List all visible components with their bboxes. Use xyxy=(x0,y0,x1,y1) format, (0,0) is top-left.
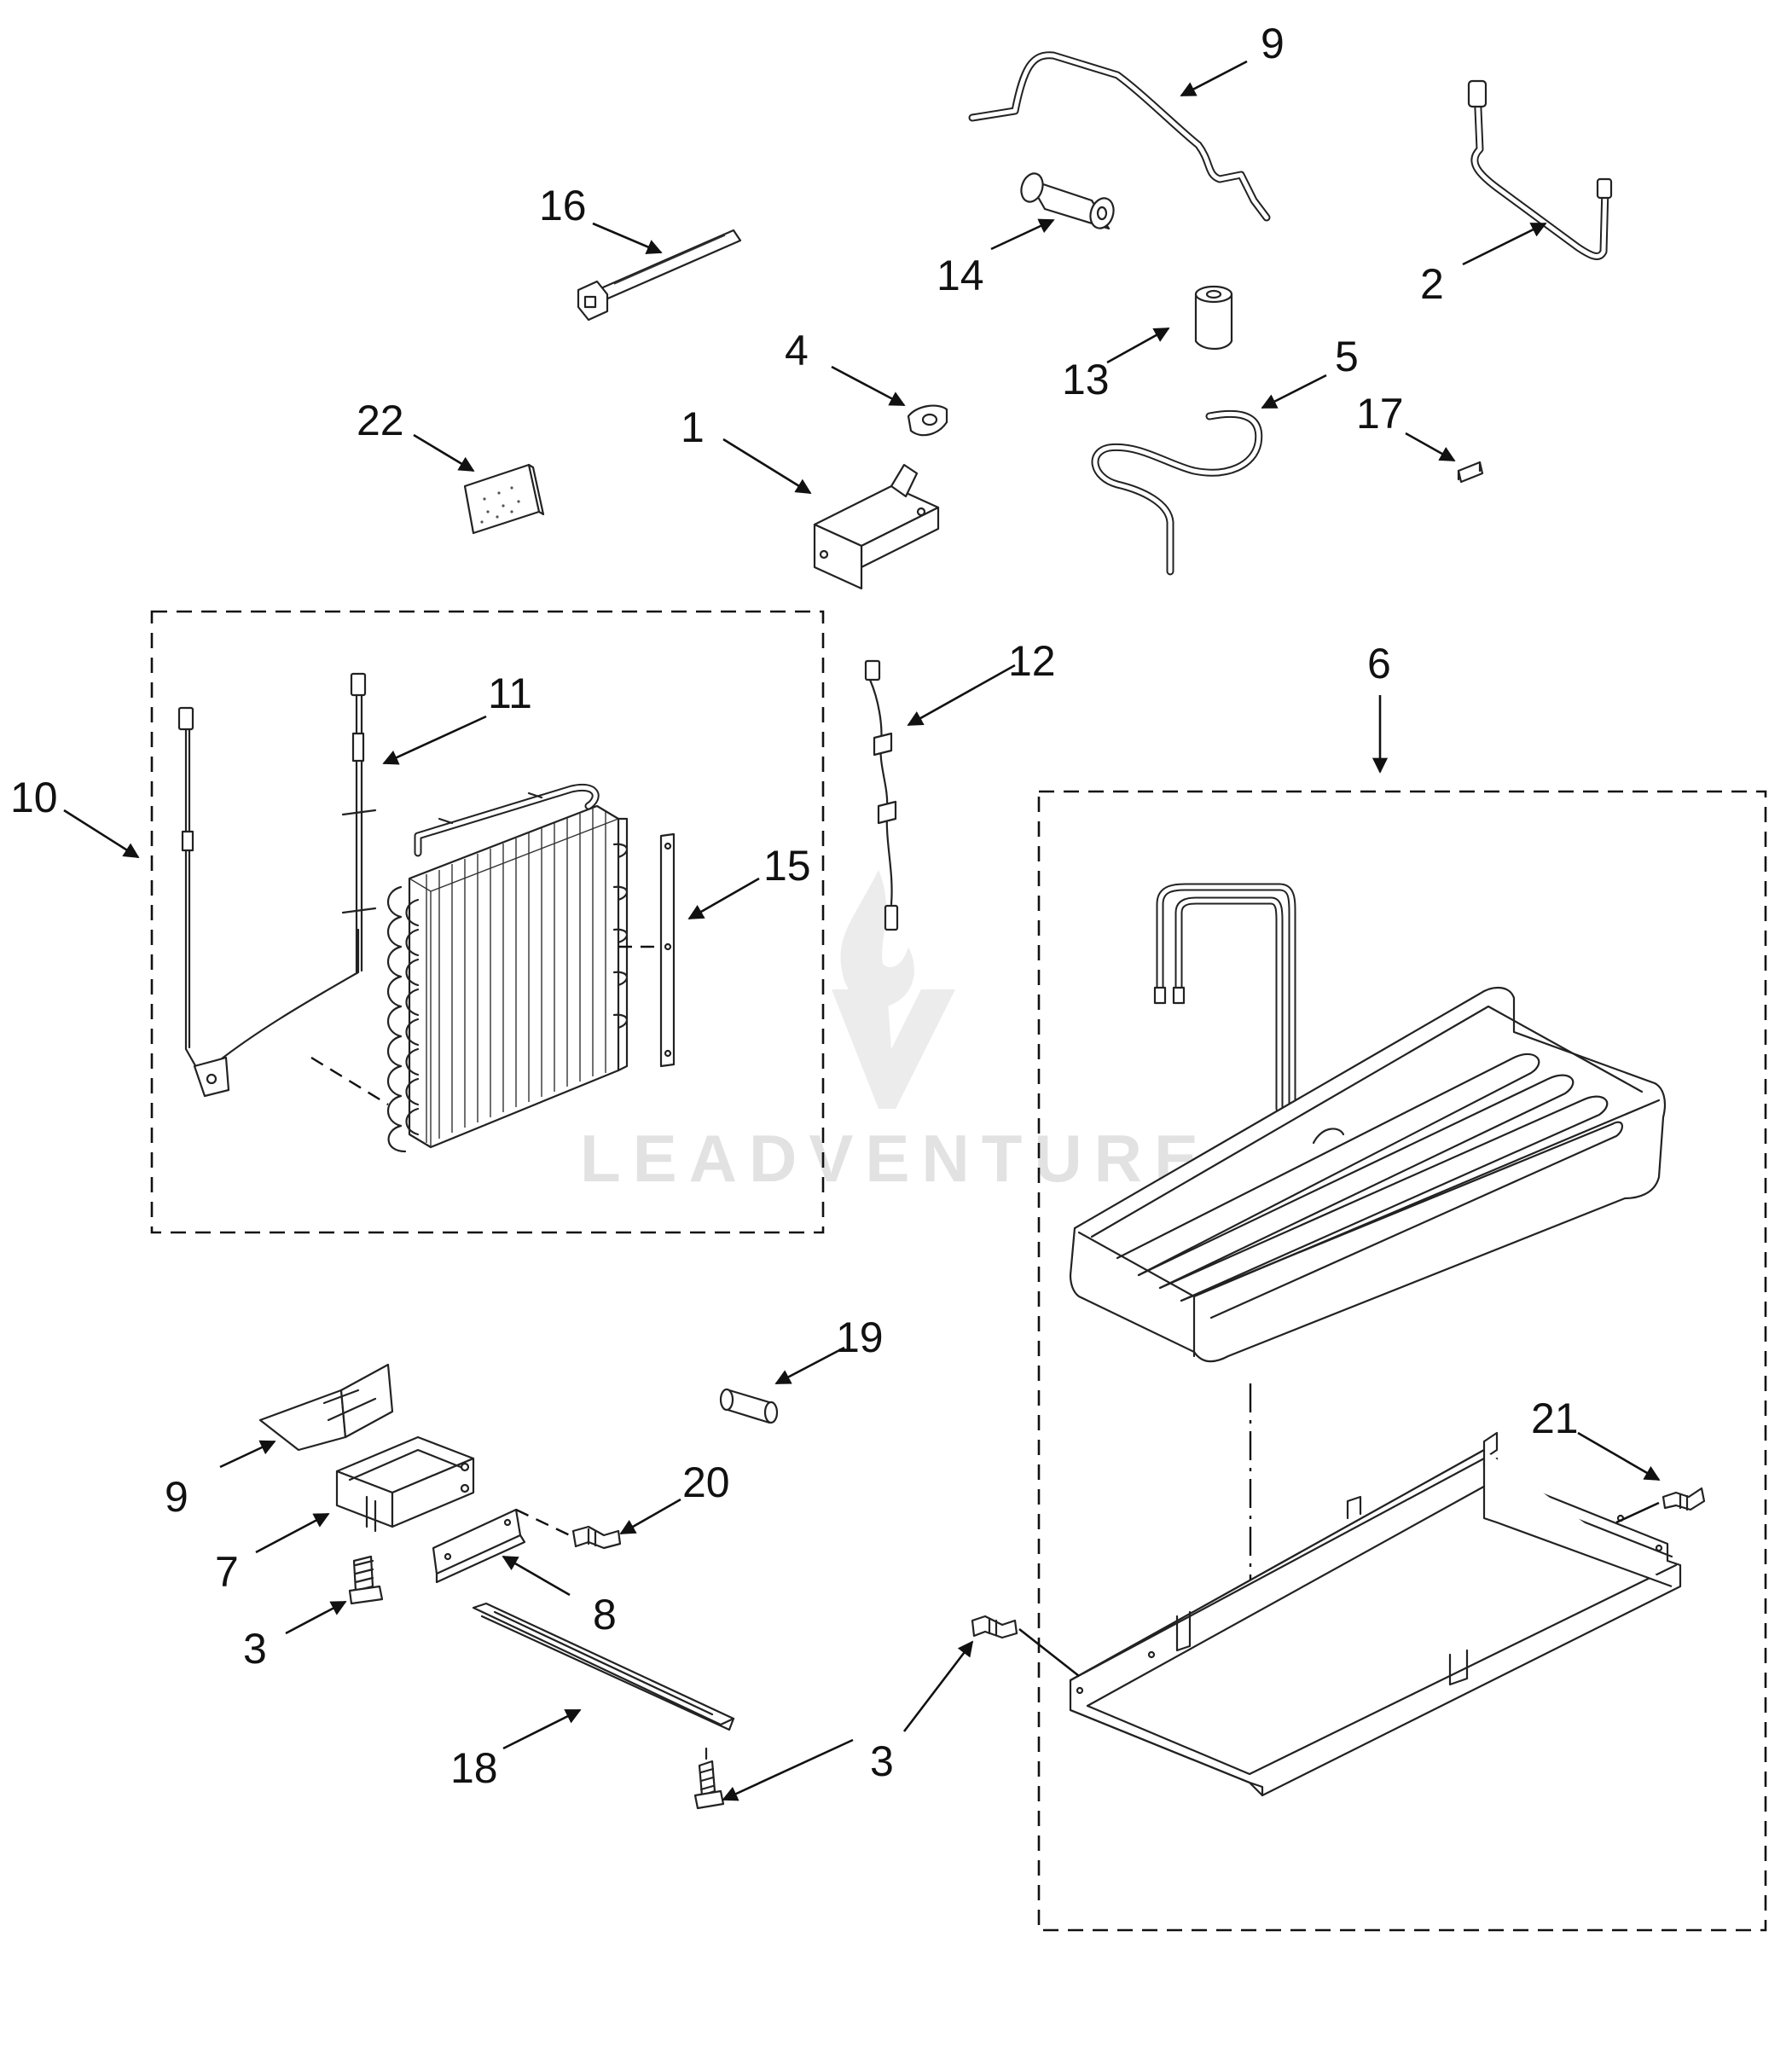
callout-3-left: 3 xyxy=(243,1625,267,1673)
part-16-strip xyxy=(659,832,676,1068)
drain-pan-assembly-box xyxy=(1037,790,1767,1932)
part-11-harness xyxy=(177,706,360,1098)
part-2-tube xyxy=(1467,79,1613,260)
part-5-tube xyxy=(1091,409,1263,576)
callout-20: 19 xyxy=(836,1313,884,1361)
callout-3-bottom: 3 xyxy=(870,1737,894,1785)
callout-labels: 9 2 14 16 13 5 4 17 22 1 12 11 10 15 6 1… xyxy=(10,20,1579,1792)
part-4-clamp xyxy=(907,404,948,437)
part-7-bracket xyxy=(335,1435,475,1533)
part-20-spacer xyxy=(719,1388,779,1424)
part-3-screw-left xyxy=(348,1555,384,1605)
part-21-screw-right xyxy=(1662,1487,1706,1511)
callout-17: 16 xyxy=(539,182,587,229)
part-3-guide xyxy=(1018,1627,1080,1678)
part-18-clip xyxy=(1457,461,1484,484)
callout-12: 11 xyxy=(488,670,532,717)
part-21-guide xyxy=(1615,1501,1660,1524)
callout-22: 22 xyxy=(357,397,404,444)
part-13-harness xyxy=(864,659,899,931)
callout-1: 1 xyxy=(681,403,705,451)
callout-14: 13 xyxy=(1062,356,1110,403)
watermark-v-icon xyxy=(832,989,955,1109)
part-15-insulation xyxy=(1020,172,1115,230)
part-12-sensor xyxy=(341,672,377,974)
callout-16: 15 xyxy=(763,842,811,890)
callout-2: 2 xyxy=(1420,260,1444,308)
part-9-tube xyxy=(968,51,1271,222)
callout-8: 8 xyxy=(593,1591,617,1638)
callout-9: 9 xyxy=(1261,20,1285,67)
callout-11: 10 xyxy=(10,774,58,821)
callout-13: 12 xyxy=(1008,637,1056,685)
callout-5: 5 xyxy=(1335,333,1359,380)
callout-15: 14 xyxy=(937,252,984,299)
part-14-grommet xyxy=(1194,285,1233,351)
part-21-screw-left xyxy=(571,1525,622,1550)
part-19-bar xyxy=(472,1602,735,1731)
callout-7: 7 xyxy=(215,1548,239,1596)
part-6-drain-pan xyxy=(1069,883,1667,1783)
watermark-text: LEADVENTURE xyxy=(580,1121,1210,1196)
callout-4: 4 xyxy=(785,327,809,374)
watermark-flame-icon xyxy=(840,870,914,1008)
part-1-bracket xyxy=(813,463,940,590)
callout-6: 6 xyxy=(1367,640,1391,687)
part-3-screw-right xyxy=(971,1615,1018,1639)
callout-10: 9 xyxy=(165,1473,188,1521)
evaporator-coil xyxy=(387,784,629,1153)
part-6-lower-tray xyxy=(1069,1431,1682,1797)
part-11-guide xyxy=(310,1056,389,1106)
callout-19: 18 xyxy=(450,1744,498,1792)
part-22-pad xyxy=(463,463,545,535)
part-3-screw-bottom xyxy=(693,1747,725,1810)
callout-21-right: 21 xyxy=(1531,1395,1579,1442)
part-10-cover xyxy=(258,1363,394,1452)
watermark: LEADVENTURE xyxy=(580,870,1210,1196)
part-8-guide xyxy=(515,1508,571,1537)
evaporator-assembly-box xyxy=(150,610,825,1234)
leader-arrows xyxy=(63,60,1661,1801)
callout-21-left: 20 xyxy=(682,1458,730,1506)
part-17-cable-tie xyxy=(577,229,742,322)
part-8-plate xyxy=(432,1508,526,1584)
callout-18: 17 xyxy=(1356,390,1404,438)
